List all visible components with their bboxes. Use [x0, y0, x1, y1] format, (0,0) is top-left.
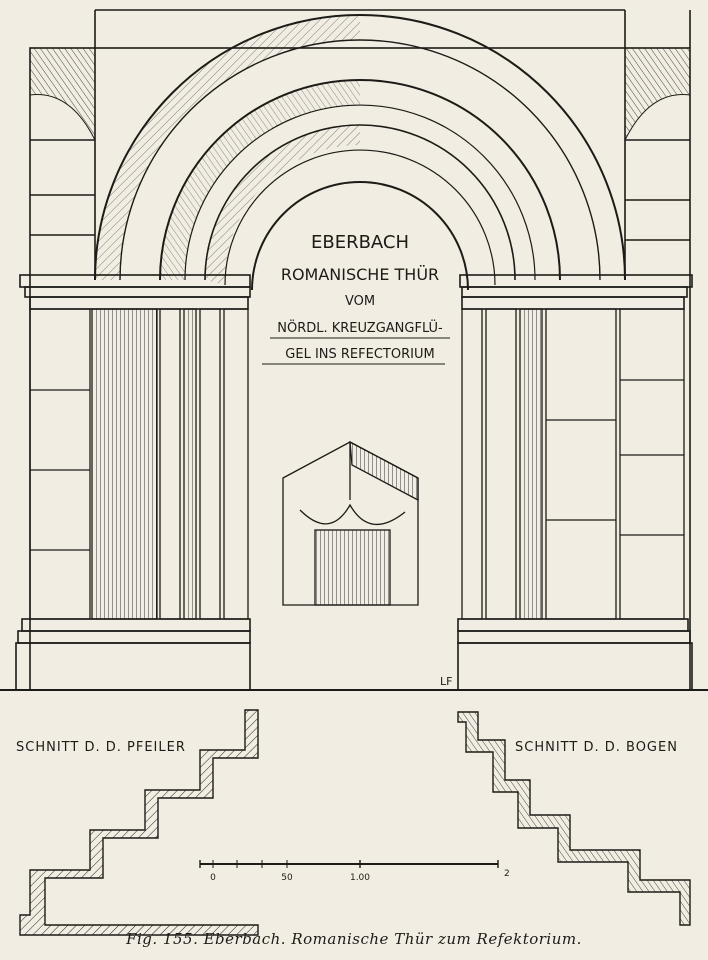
arch-shading-core [205, 125, 360, 285]
scale-tick-0: 0 [210, 873, 216, 883]
spandrel-left [29, 47, 96, 141]
arch-section-label: SCHNITT D. D. BOGEN [515, 740, 678, 755]
scale-tick-2: 2 [504, 869, 510, 879]
arch-section-profile [457, 711, 691, 926]
right-jamb [461, 308, 685, 620]
arch-shading-inner [160, 80, 360, 280]
inscription-line-2: ROMANISCHE THÜR [281, 265, 439, 284]
inscription-line-1: EBERBACH [311, 232, 409, 253]
left-jamb [29, 308, 249, 620]
pier-section-label: SCHNITT D. D. PFEILER [16, 740, 186, 755]
scale-tick-100: 1.00 [350, 873, 370, 883]
inscription-line-4: NÖRDL. KREUZGANGFLÜ- [277, 319, 443, 336]
inscription-line-5: GEL INS REFECTORIUM [285, 347, 434, 362]
spandrel-right [624, 47, 691, 141]
scale-bar [199, 860, 499, 868]
column-bases [15, 618, 693, 691]
inscription-line-3: VOM [345, 294, 375, 309]
capital-detail-sketch [282, 440, 419, 606]
scale-tick-50: 50 [281, 873, 293, 883]
scale-ticks: 0 50 1.00 2 [210, 869, 510, 883]
arch-shading-outer [95, 15, 360, 280]
artist-monogram: LF [440, 675, 452, 688]
pier-section-profile [19, 709, 259, 936]
figure-caption: Fig. 155. Eberbach. Romanische Thür zum … [126, 930, 582, 948]
inscription: EBERBACH ROMANISCHE THÜR VOM NÖRDL. KREU… [262, 232, 450, 365]
